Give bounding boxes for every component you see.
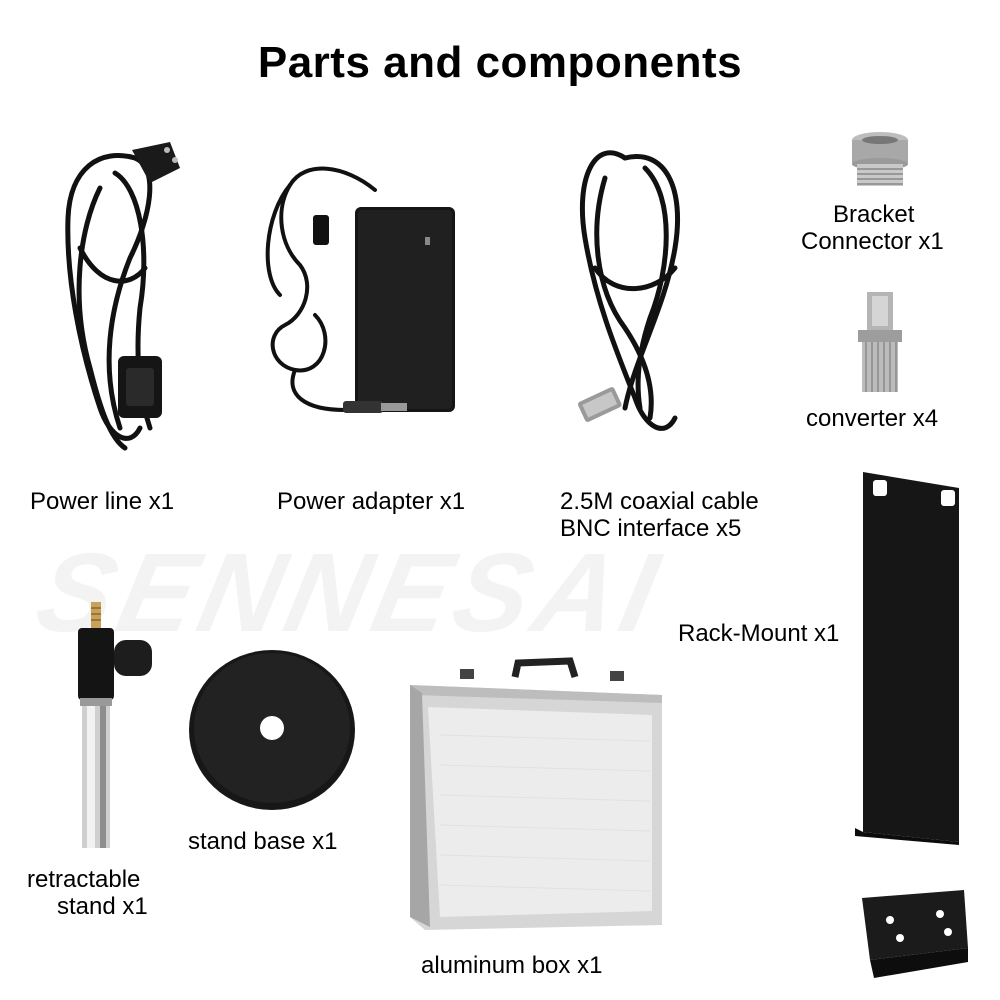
stand-base-icon <box>188 648 358 813</box>
rack-ear-icon <box>860 890 970 980</box>
retractable-stand-label-line2: stand x1 <box>57 893 148 920</box>
aluminum-box-label: aluminum box x1 <box>421 952 603 979</box>
bracket-connector-label-line1: Bracket <box>833 201 915 228</box>
coaxial-cable-label-line1: 2.5M coaxial cable <box>560 488 759 515</box>
rack-mount-label: Rack-Mount x1 <box>678 620 840 647</box>
converter-label: converter x4 <box>806 405 939 432</box>
stand-base-label: stand base x1 <box>188 828 338 855</box>
bnc-converter-icon <box>850 292 910 397</box>
aluminum-case-icon <box>400 655 675 935</box>
coaxial-cable-label-line2: BNC interface x5 <box>560 515 742 542</box>
rack-mount-icon <box>855 470 965 845</box>
page-title: Parts and components <box>257 38 743 87</box>
bracket-connector-icon <box>845 128 915 193</box>
power-line-label: Power line x1 <box>30 488 175 515</box>
power-cord-icon <box>40 128 190 468</box>
power-adapter-icon <box>255 155 465 425</box>
bracket-connector-label-line2: Connector x1 <box>801 228 944 255</box>
retractable-stand-label-line1: retractable <box>27 866 141 893</box>
coaxial-cable-icon <box>555 128 715 458</box>
stand-rod-icon <box>72 600 157 855</box>
power-adapter-label: Power adapter x1 <box>277 488 466 515</box>
